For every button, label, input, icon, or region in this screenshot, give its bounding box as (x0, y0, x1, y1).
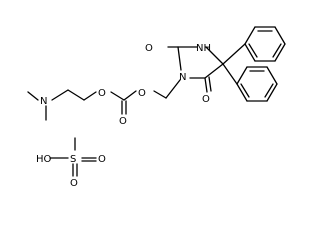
atom-label-o-ring-bottom: O (202, 94, 210, 105)
atom-label-o-ester: O (98, 88, 106, 99)
atom-label-n-dimethyl: N (40, 96, 47, 107)
atom-label-n-ring: N (179, 72, 186, 83)
atom-label-o-carbonyl: O (119, 116, 127, 127)
atom-label-o-carbonate-ring: O (138, 88, 146, 99)
atom-label-o-acid-right: O (98, 154, 106, 165)
carbonate-linker (27, 79, 181, 121)
atom-label-s-acid: S (70, 154, 76, 165)
molecule-drawing: N O O O N NH O O HO S O O (27, 26, 286, 189)
structure-diagram: N O O O N NH O O HO S O O (27, 26, 286, 189)
phenyl-ring-top (244, 26, 286, 62)
phenyl-ring-bottom (236, 66, 278, 102)
atom-label-o-ring-top: O (145, 43, 153, 54)
methanesulfonic-acid (49, 137, 97, 177)
atom-label-ho-acid: HO (36, 154, 52, 165)
imidazolidine-ring (167, 43, 246, 93)
atom-label-nh-ring: NH (196, 43, 211, 54)
atom-label-o-acid-bottom: O (70, 178, 78, 189)
